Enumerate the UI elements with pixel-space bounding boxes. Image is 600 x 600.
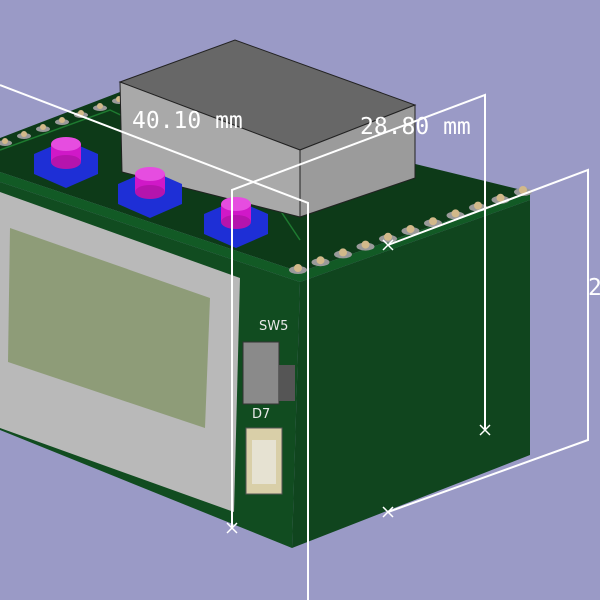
- button-cap-top: [221, 197, 251, 211]
- pin: [40, 124, 46, 130]
- dimension-label-height: 2: [588, 275, 600, 301]
- pin: [451, 209, 460, 218]
- pin: [316, 256, 325, 265]
- tactile-button: [118, 167, 182, 218]
- button-cap-top: [51, 137, 81, 151]
- tactile-button: [34, 137, 98, 188]
- switch-label: SW5: [259, 319, 288, 334]
- push-buttons: [34, 137, 268, 248]
- pin: [406, 225, 415, 233]
- switch-actuator: [279, 365, 295, 401]
- dimension-line-height[interactable]: [387, 168, 589, 513]
- button-cap-top: [135, 167, 165, 181]
- tactile-button: [204, 197, 268, 248]
- dimension-label-length: 40.10 mm: [132, 108, 243, 134]
- pin: [59, 117, 65, 123]
- lcd-screen: [8, 228, 210, 428]
- diode-label: D7: [252, 407, 270, 422]
- pin: [474, 201, 482, 210]
- pin: [21, 131, 27, 137]
- pin: [2, 138, 8, 144]
- pin: [384, 232, 392, 241]
- pin: [361, 240, 370, 249]
- dimension-lines[interactable]: [0, 84, 589, 600]
- pin: [429, 217, 437, 226]
- pin: [339, 248, 347, 257]
- dimension-point-marker: [479, 424, 491, 436]
- button-cap-bottom: [51, 155, 81, 169]
- pin: [294, 264, 302, 272]
- button-cap-bottom: [221, 215, 251, 229]
- dimension-point-marker: [226, 522, 238, 534]
- pin: [519, 186, 527, 194]
- lcd-display: [0, 192, 240, 512]
- dimension-point-marker: [382, 239, 394, 251]
- dimension-markers: [226, 239, 491, 534]
- diode-lens: [252, 440, 276, 484]
- dimension-line-width[interactable]: [231, 93, 486, 528]
- switch-sw5: [242, 341, 295, 405]
- dimension-label-width: 28.80 mm: [360, 114, 471, 140]
- board-right-face: [292, 200, 530, 548]
- diode-d7: [245, 427, 283, 495]
- switch-body: [242, 341, 280, 405]
- dimension-line-length[interactable]: [0, 84, 309, 600]
- pin: [496, 193, 505, 202]
- pin: [97, 103, 103, 109]
- button-cap-bottom: [135, 185, 165, 199]
- dimension-point-marker: [382, 506, 394, 518]
